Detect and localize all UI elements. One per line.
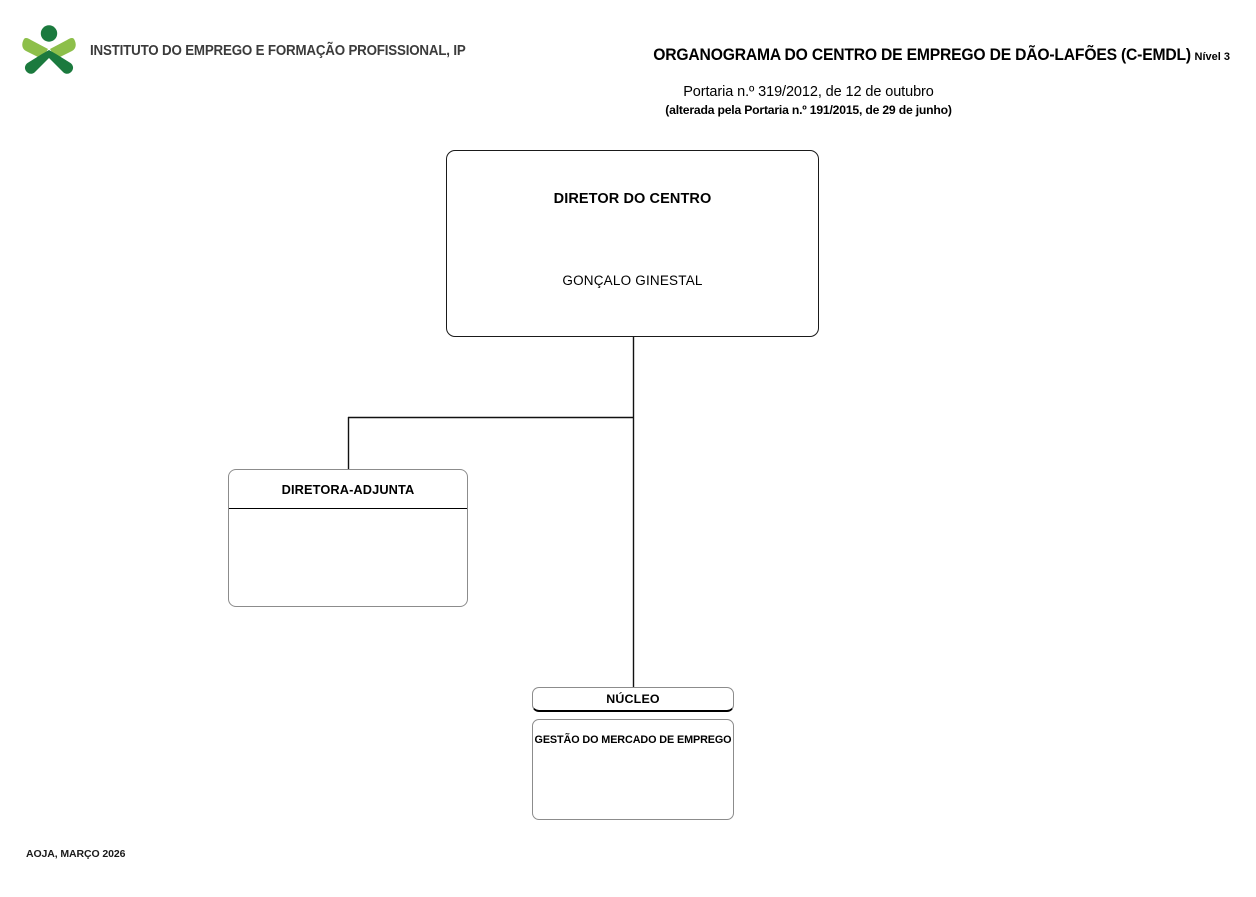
node-nucleus-header[interactable]: NÚCLEO (532, 687, 734, 712)
node-director-person: GONÇALO GINESTAL (562, 273, 703, 288)
node-director[interactable]: DIRETOR DO CENTRO GONÇALO GINESTAL (446, 150, 819, 337)
chart-subtitle-secondary: (alterada pela Portaria n.º 191/2015, de… (665, 103, 952, 117)
page-title: ORGANOGRAMA DO CENTRO DE EMPREGO DE DÃO-… (652, 46, 1191, 64)
chart-title-line: ORGANOGRAMA DO CENTRO DE EMPREGO DE DÃO-… (530, 46, 1230, 65)
chart-level-badge: Nível 3 (1194, 51, 1230, 63)
node-director-role: DIRETOR DO CENTRO (553, 191, 712, 207)
node-deputy-director-person (229, 509, 467, 605)
node-deputy-director-role: DIRETORA-ADJUNTA (229, 470, 467, 509)
organization-logo-block: INSTITUTO DO EMPREGO E FORMAÇÃO PROFISSI… (18, 24, 498, 78)
iefp-logo-icon (22, 25, 76, 74)
node-deputy-director[interactable]: DIRETORA-ADJUNTA (228, 469, 468, 607)
footer-note: AOJA, MARÇO 2026 (26, 848, 126, 860)
node-nucleus-body[interactable]: GESTÃO DO MERCADO DE EMPREGO (532, 719, 734, 820)
node-nucleus-unit-label: GESTÃO DO MERCADO DE EMPREGO (534, 734, 732, 746)
chart-subtitle-primary: Portaria n.º 319/2012, de 12 de outubro (683, 84, 934, 100)
organization-wordmark: INSTITUTO DO EMPREGO E FORMAÇÃO PROFISSI… (90, 43, 466, 59)
chart-title-block: ORGANOGRAMA DO CENTRO DE EMPREGO DE DÃO-… (530, 46, 1230, 117)
